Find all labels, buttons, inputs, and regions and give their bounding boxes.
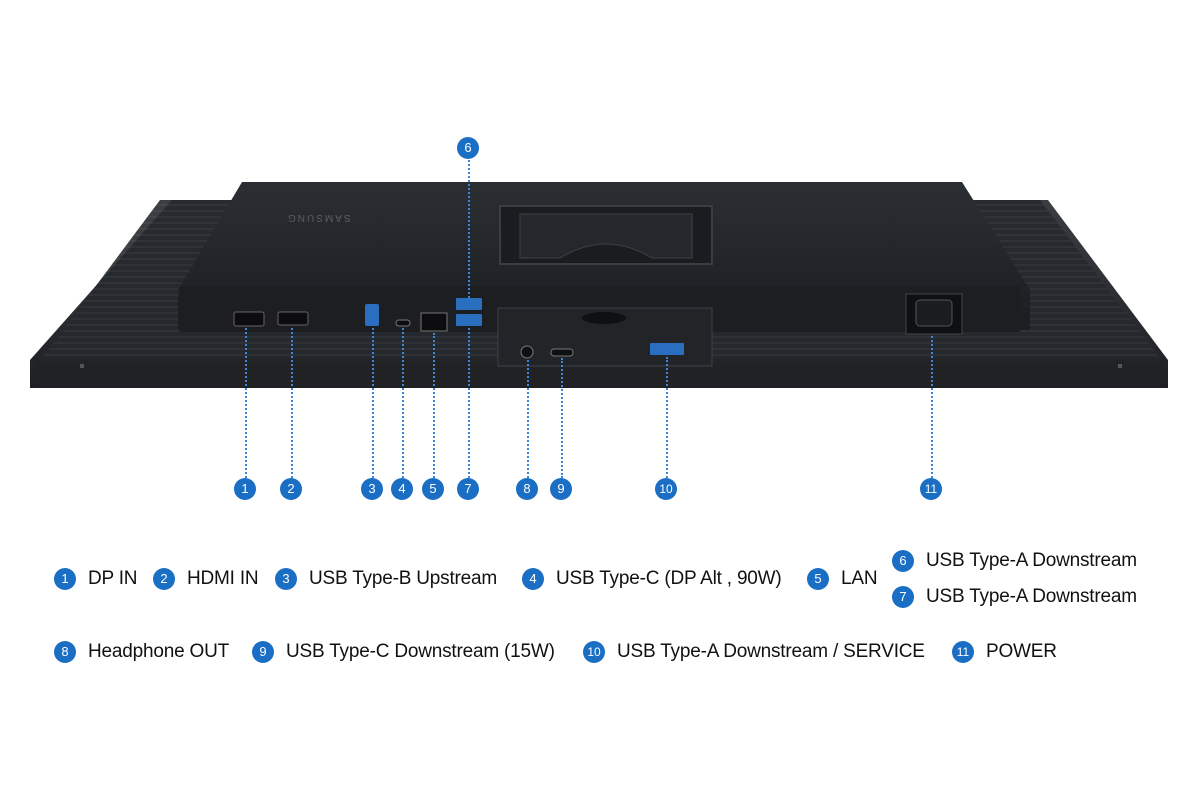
legend-item-9: 9 USB Type-C Downstream (15W) <box>252 639 555 665</box>
callout-7: 7 <box>457 478 479 500</box>
callout-6: 6 <box>457 137 479 159</box>
legend-item-5: 5 LAN <box>807 566 878 592</box>
legend-label: USB Type-B Upstream <box>309 568 498 589</box>
legend-badge: 1 <box>54 568 76 590</box>
legend-item-6: 6 USB Type-A Downstream <box>892 548 1137 574</box>
legend-label: LAN <box>841 568 878 589</box>
legend-item-3: 3 USB Type-B Upstream <box>275 566 497 592</box>
legend-label: USB Type-A Downstream <box>926 586 1137 607</box>
legend-label: POWER <box>986 641 1057 662</box>
legend-label: USB Type-A Downstream <box>926 550 1137 571</box>
leader-line-9 <box>561 358 563 478</box>
legend-badge: 9 <box>252 641 274 663</box>
legend-item-8: 8 Headphone OUT <box>54 639 229 665</box>
legend-badge: 4 <box>522 568 544 590</box>
legend-item-10: 10 USB Type-A Downstream / SERVICE <box>583 639 925 665</box>
legend-label: USB Type-A Downstream / SERVICE <box>617 641 925 662</box>
leader-line-10 <box>666 357 668 478</box>
leader-line-1 <box>245 328 247 478</box>
callout-10: 10 <box>655 478 677 500</box>
leader-line-2 <box>291 328 293 478</box>
callout-1: 1 <box>234 478 256 500</box>
callout-5: 5 <box>422 478 444 500</box>
legend-item-2: 2 HDMI IN <box>153 566 259 592</box>
legend-badge: 7 <box>892 586 914 608</box>
leader-line-8 <box>527 360 529 478</box>
leader-line-6 <box>468 160 470 298</box>
legend-label: USB Type-C Downstream (15W) <box>286 641 555 662</box>
brand-logo: SAMSUNG <box>286 212 351 223</box>
legend-item-1: 1 DP IN <box>54 566 138 592</box>
legend-badge: 8 <box>54 641 76 663</box>
legend-item-7: 7 USB Type-A Downstream <box>892 584 1137 610</box>
callout-2: 2 <box>280 478 302 500</box>
callout-3: 3 <box>361 478 383 500</box>
legend-badge: 10 <box>583 641 605 663</box>
legend-label: DP IN <box>88 568 138 589</box>
legend-badge: 3 <box>275 568 297 590</box>
leader-line-5 <box>433 333 435 478</box>
legend-label: HDMI IN <box>187 568 259 589</box>
callout-9: 9 <box>550 478 572 500</box>
legend-badge: 6 <box>892 550 914 572</box>
legend-badge: 11 <box>952 641 974 663</box>
callout-11: 11 <box>920 478 942 500</box>
legend-badge: 2 <box>153 568 175 590</box>
leader-line-4 <box>402 328 404 478</box>
callout-8: 8 <box>516 478 538 500</box>
legend-label: Headphone OUT <box>88 641 230 662</box>
leader-line-3 <box>372 328 374 478</box>
legend-label: USB Type-C (DP Alt , 90W) <box>556 568 782 589</box>
leader-line-7 <box>468 328 470 478</box>
leader-line-11 <box>931 336 933 478</box>
legend-item-11: 11 POWER <box>952 639 1057 665</box>
callout-4: 4 <box>391 478 413 500</box>
legend-badge: 5 <box>807 568 829 590</box>
legend-item-4: 4 USB Type-C (DP Alt , 90W) <box>522 566 782 592</box>
